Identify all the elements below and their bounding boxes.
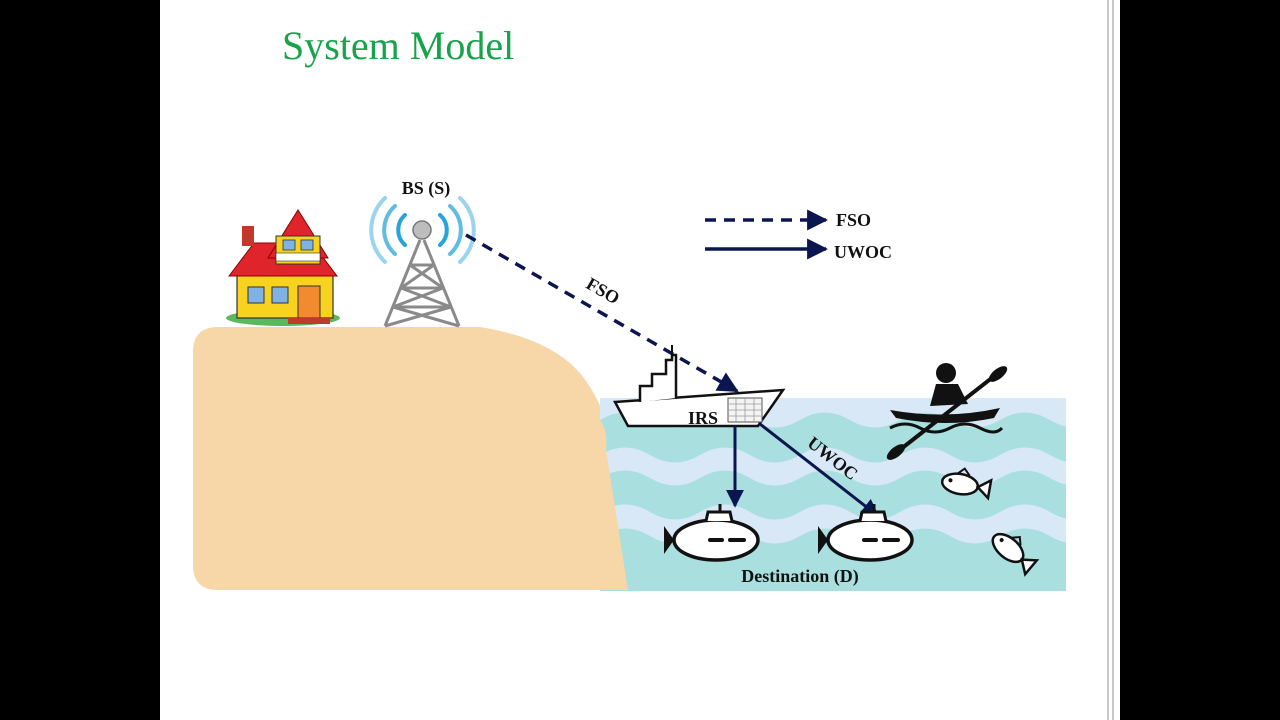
legend-uwoc-label: UWOC	[834, 242, 892, 262]
legend: FSO UWOC	[705, 209, 892, 262]
bs-label: BS (S)	[402, 178, 451, 199]
slide-edge-divider	[1107, 0, 1109, 720]
system-model-diagram: BS (S) FSO FSO UWOC	[193, 178, 1066, 591]
slide-edge-divider	[1112, 0, 1114, 720]
legend-fso-label: FSO	[836, 210, 871, 230]
submarine-icon	[664, 504, 760, 562]
uwoc-link-arrow-diagonal	[759, 422, 880, 518]
tower-icon	[369, 196, 476, 328]
cliff-edge	[600, 420, 628, 590]
land-cliff	[193, 327, 628, 590]
kayaker-icon	[886, 363, 1008, 460]
slide: System Model	[160, 0, 1120, 720]
house-icon	[226, 209, 340, 326]
irs-panel-icon	[727, 397, 763, 423]
page-title: System Model	[282, 23, 515, 68]
fish-icon	[940, 467, 993, 501]
destination-label: Destination (D)	[741, 566, 859, 587]
fso-link-arrow	[465, 233, 739, 393]
fish-icon	[991, 532, 1040, 577]
fso-link-label: FSO	[583, 273, 623, 308]
submarine-icon	[818, 504, 914, 562]
irs-label: IRS	[688, 408, 718, 428]
